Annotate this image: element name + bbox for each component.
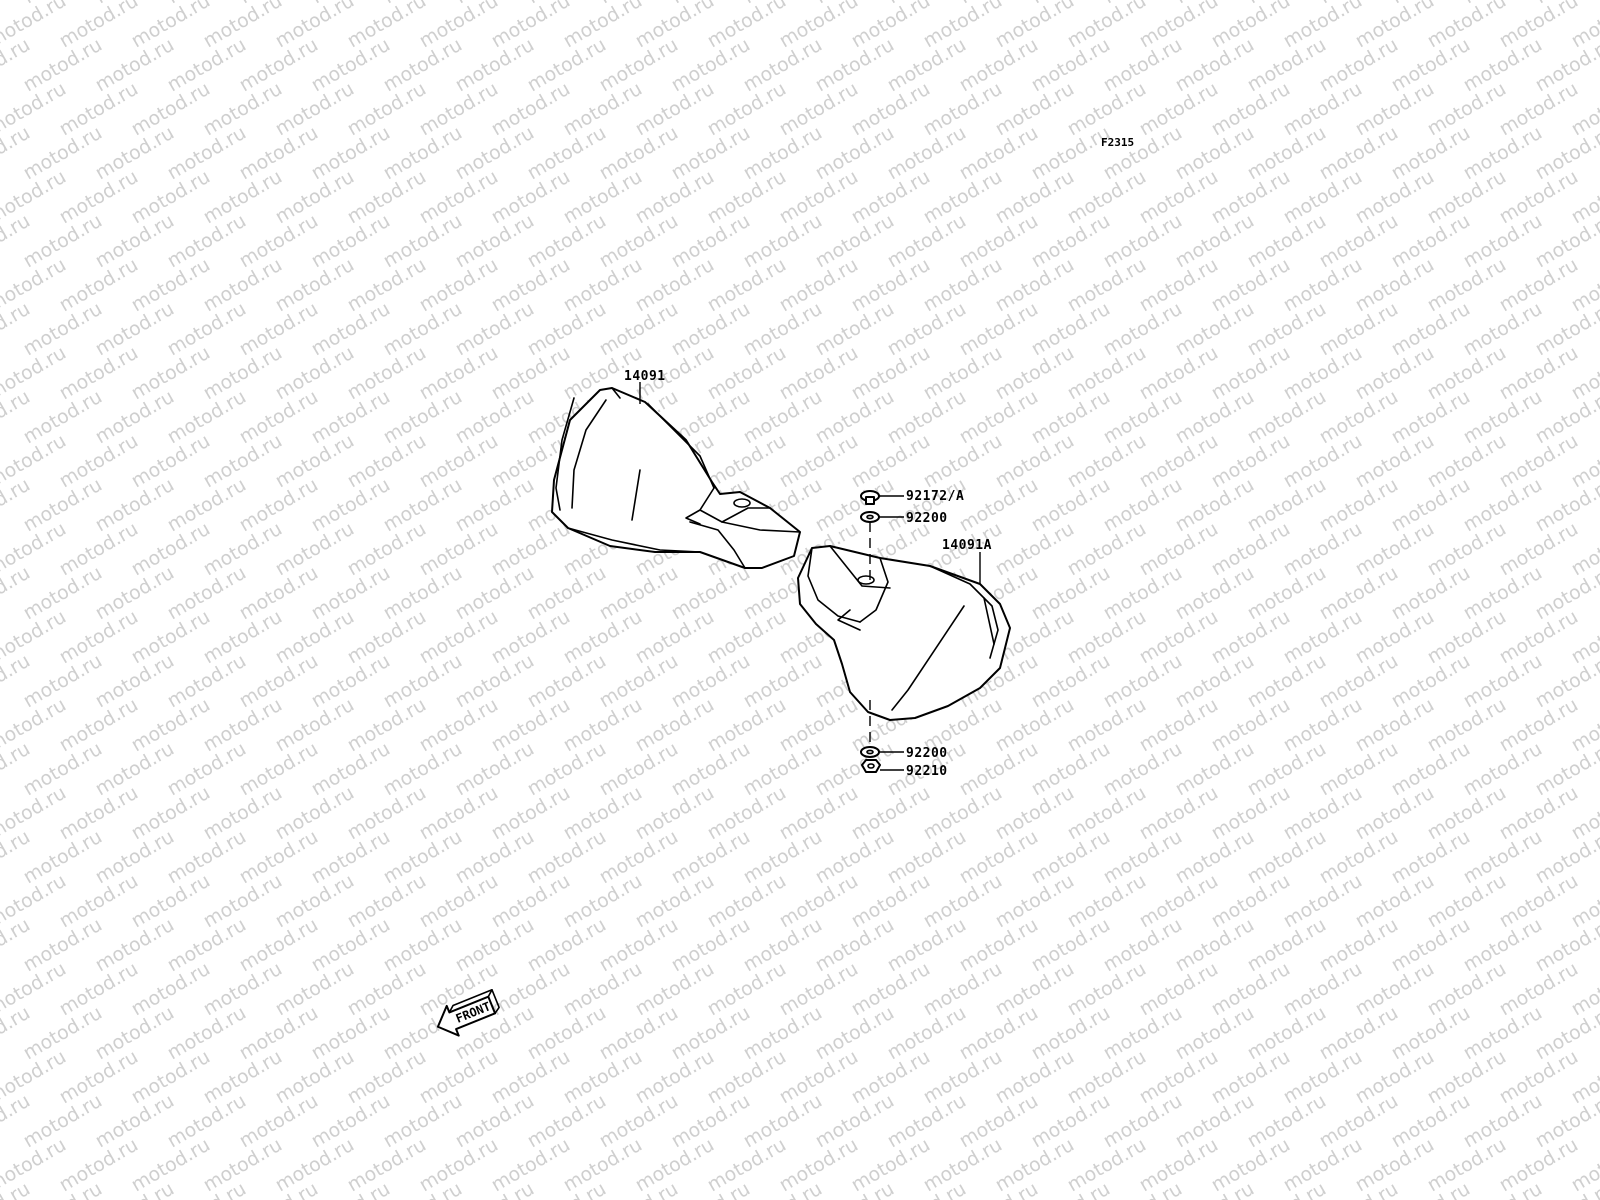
callout-14091A: 14091A <box>942 538 992 553</box>
part-14091A-drawing <box>797 545 1011 721</box>
washer-92200-bottom <box>860 746 880 758</box>
nut-92210 <box>861 759 881 773</box>
front-direction-arrow: FRONT <box>436 988 500 1037</box>
diagram-code: F2315 <box>1101 136 1134 149</box>
washer-92200-top <box>860 511 880 523</box>
callout-92172A: 92172/A <box>906 489 964 504</box>
callout-14091: 14091 <box>624 369 666 384</box>
callout-92210: 92210 <box>906 764 948 779</box>
callout-92200-bottom: 92200 <box>906 746 948 761</box>
part-14091-drawing <box>551 387 801 569</box>
callout-92200-top: 92200 <box>906 511 948 526</box>
